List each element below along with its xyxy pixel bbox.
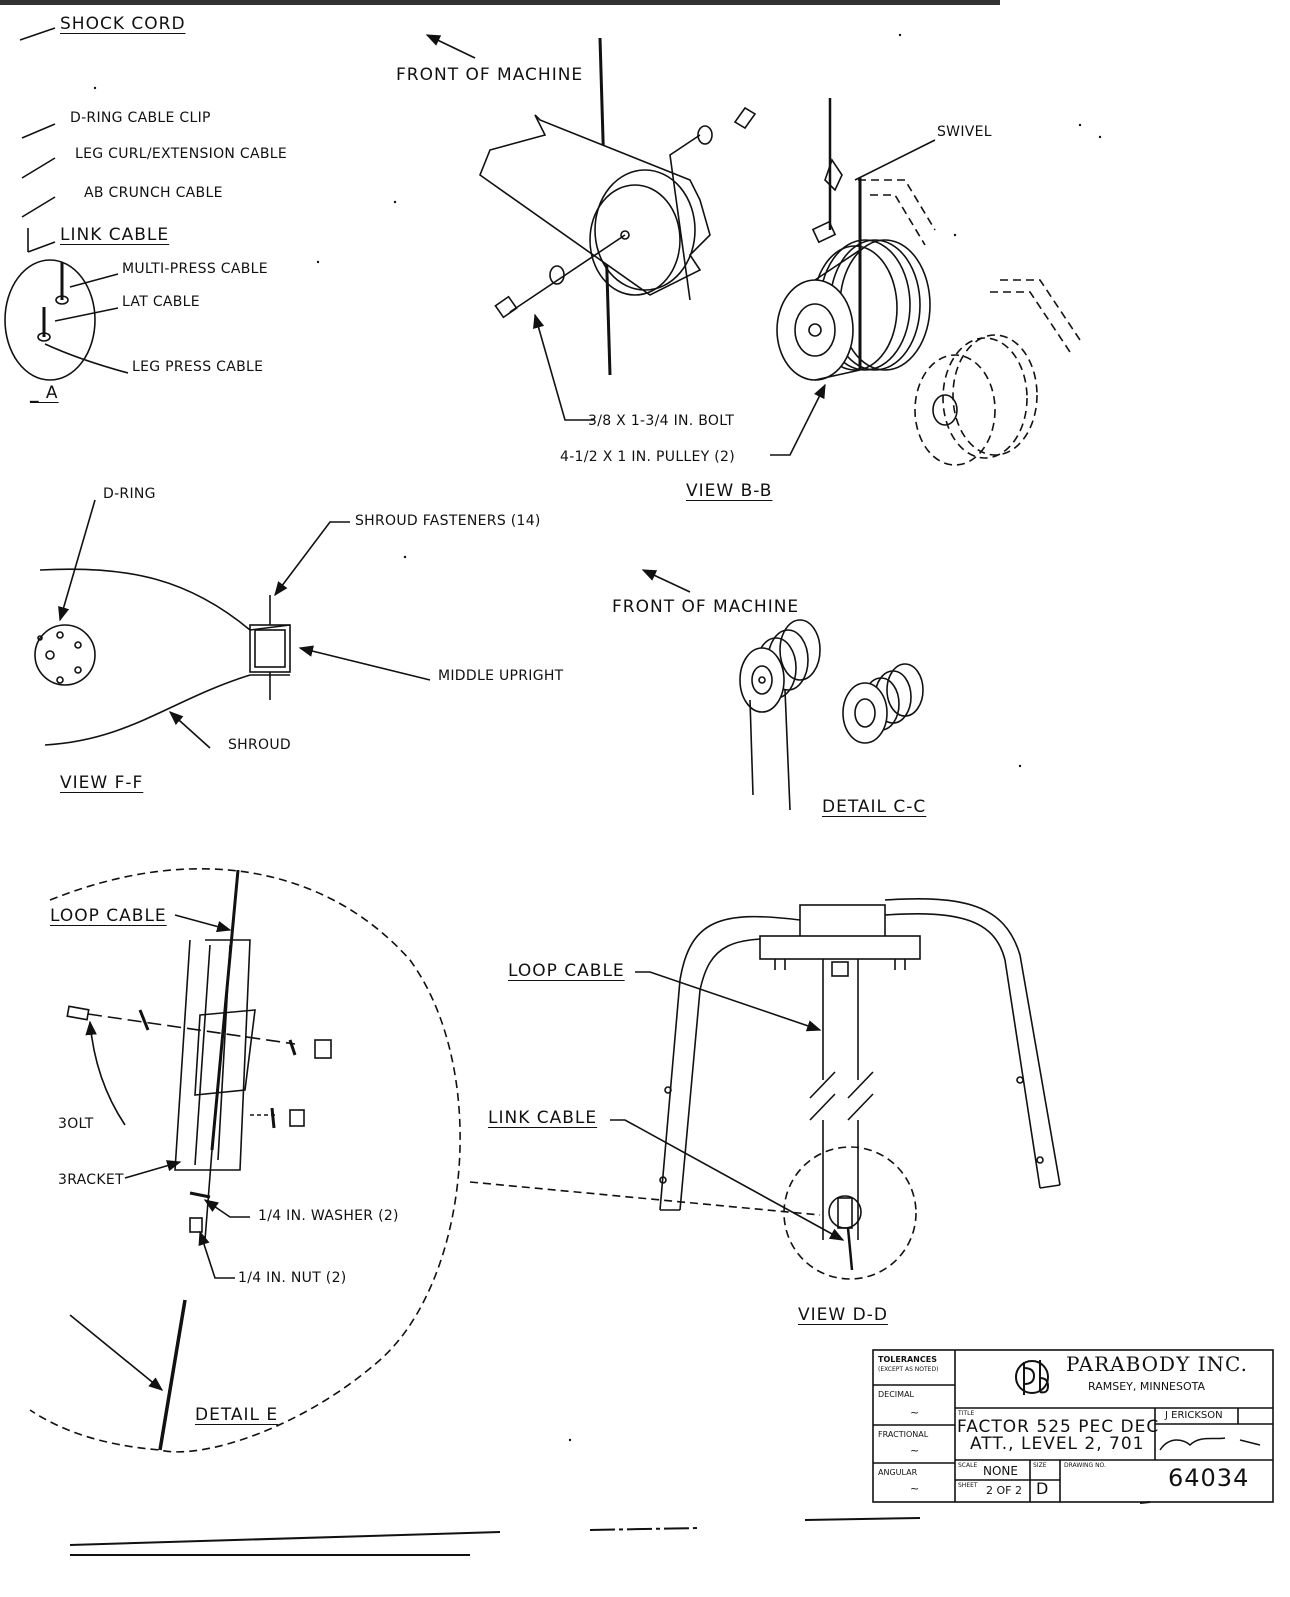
view-d-drawing — [610, 898, 1061, 1280]
label-shroud: SHROUD — [228, 737, 291, 753]
label-shroud-fasteners: SHROUD FASTENERS (14) — [355, 513, 541, 529]
tb-fractional: FRACTIONAL — [878, 1430, 929, 1439]
tb-title-label: TITLE — [958, 1410, 975, 1417]
tb-location: RAMSEY, MINNESOTA — [1088, 1380, 1206, 1393]
label-link-cable-top: LINK CABLE — [60, 225, 170, 245]
label-front-of-machine-top: FRONT OF MACHINE — [396, 65, 584, 85]
tb-title-line2: ATT., LEVEL 2, 701 — [970, 1434, 1145, 1454]
tb-tolerances: TOLERANCES — [878, 1355, 937, 1364]
scan-edge — [0, 0, 1000, 5]
label-front-of-machine-mid: FRONT OF MACHINE — [612, 597, 800, 617]
label-multi-press-cable: MULTI-PRESS CABLE — [122, 261, 268, 277]
tb-title-line1: FACTOR 525 PEC DEC — [957, 1417, 1160, 1437]
tb-scale-value: NONE — [983, 1464, 1018, 1478]
label-leg-press-cable: LEG PRESS CABLE — [132, 359, 264, 375]
detail-c-drawing — [641, 569, 924, 811]
tb-angular-value: ~ — [910, 1482, 920, 1495]
label-leg-curl-cable: LEG CURL/EXTENSION CABLE — [75, 146, 288, 162]
tb-size-value: D — [1036, 1479, 1049, 1498]
label-d-ring-cable-clip: D-RING CABLE CLIP — [70, 110, 211, 126]
label-detail-e: DETAIL E — [195, 1405, 279, 1425]
label-swivel: SWIVEL — [937, 124, 992, 140]
bottom-strokes — [69, 1501, 1151, 1556]
tb-fractional-value: ~ — [910, 1444, 920, 1457]
label-shock-cord: SHOCK CORD — [60, 14, 186, 34]
label-loop-cable-d: LOOP CABLE — [508, 961, 625, 981]
view-f-drawing — [34, 499, 431, 749]
parabody-logo — [1015, 1360, 1050, 1395]
label-bolt-spec: 3/8 X 1-3/4 IN. BOLT — [588, 413, 735, 429]
approval-signature — [1159, 1437, 1261, 1451]
label-nut: 1/4 IN. NUT (2) — [238, 1270, 347, 1286]
tb-drawing-no-label: DRAWING NO. — [1064, 1462, 1106, 1469]
label-detail-c: DETAIL C-C — [822, 797, 927, 817]
tb-angular: ANGULAR — [878, 1468, 918, 1477]
label-view-d: VIEW D-D — [798, 1305, 888, 1325]
label-middle-upright: MIDDLE UPRIGHT — [438, 668, 564, 684]
tb-decimal: DECIMAL — [878, 1390, 914, 1399]
tb-scale-label: SCALE — [958, 1462, 978, 1469]
tb-decimal-value: ~ — [910, 1406, 920, 1419]
tb-company: PARABODY INC. — [1066, 1352, 1248, 1376]
label-d-ring: D-RING — [103, 486, 156, 502]
tb-sheet-label: SHEET — [958, 1482, 978, 1489]
label-loop-cable-e: LOOP CABLE — [50, 906, 167, 926]
tb-drawing-no: 64034 — [1168, 1464, 1250, 1492]
label-view-a: _ A — [30, 383, 59, 403]
label-ab-crunch-cable: AB CRUNCH CABLE — [84, 185, 223, 201]
view-a-drawing — [4, 27, 129, 381]
label-view-b: VIEW B-B — [686, 481, 773, 501]
label-link-cable-d: LINK CABLE — [488, 1108, 598, 1128]
label-bracket-e: 3RACKET — [58, 1172, 124, 1188]
tb-drawn-by: J ERICKSON — [1165, 1410, 1223, 1421]
label-washer: 1/4 IN. WASHER (2) — [258, 1208, 399, 1224]
label-lat-cable: LAT CABLE — [122, 294, 200, 310]
label-pulley-spec: 4-1/2 X 1 IN. PULLEY (2) — [560, 449, 736, 465]
label-bolt-e: 3OLT — [58, 1116, 94, 1132]
tb-sheet-value: 2 OF 2 — [986, 1484, 1022, 1497]
title-block-frame — [872, 1349, 1274, 1503]
label-view-f: VIEW F-F — [60, 773, 144, 793]
detail-e-drawing — [29, 868, 821, 1453]
tb-tolerances-note: (EXCEPT AS NOTED) — [878, 1366, 939, 1373]
view-b-drawing — [425, 34, 1081, 466]
tb-size-label: SIZE — [1033, 1462, 1047, 1469]
